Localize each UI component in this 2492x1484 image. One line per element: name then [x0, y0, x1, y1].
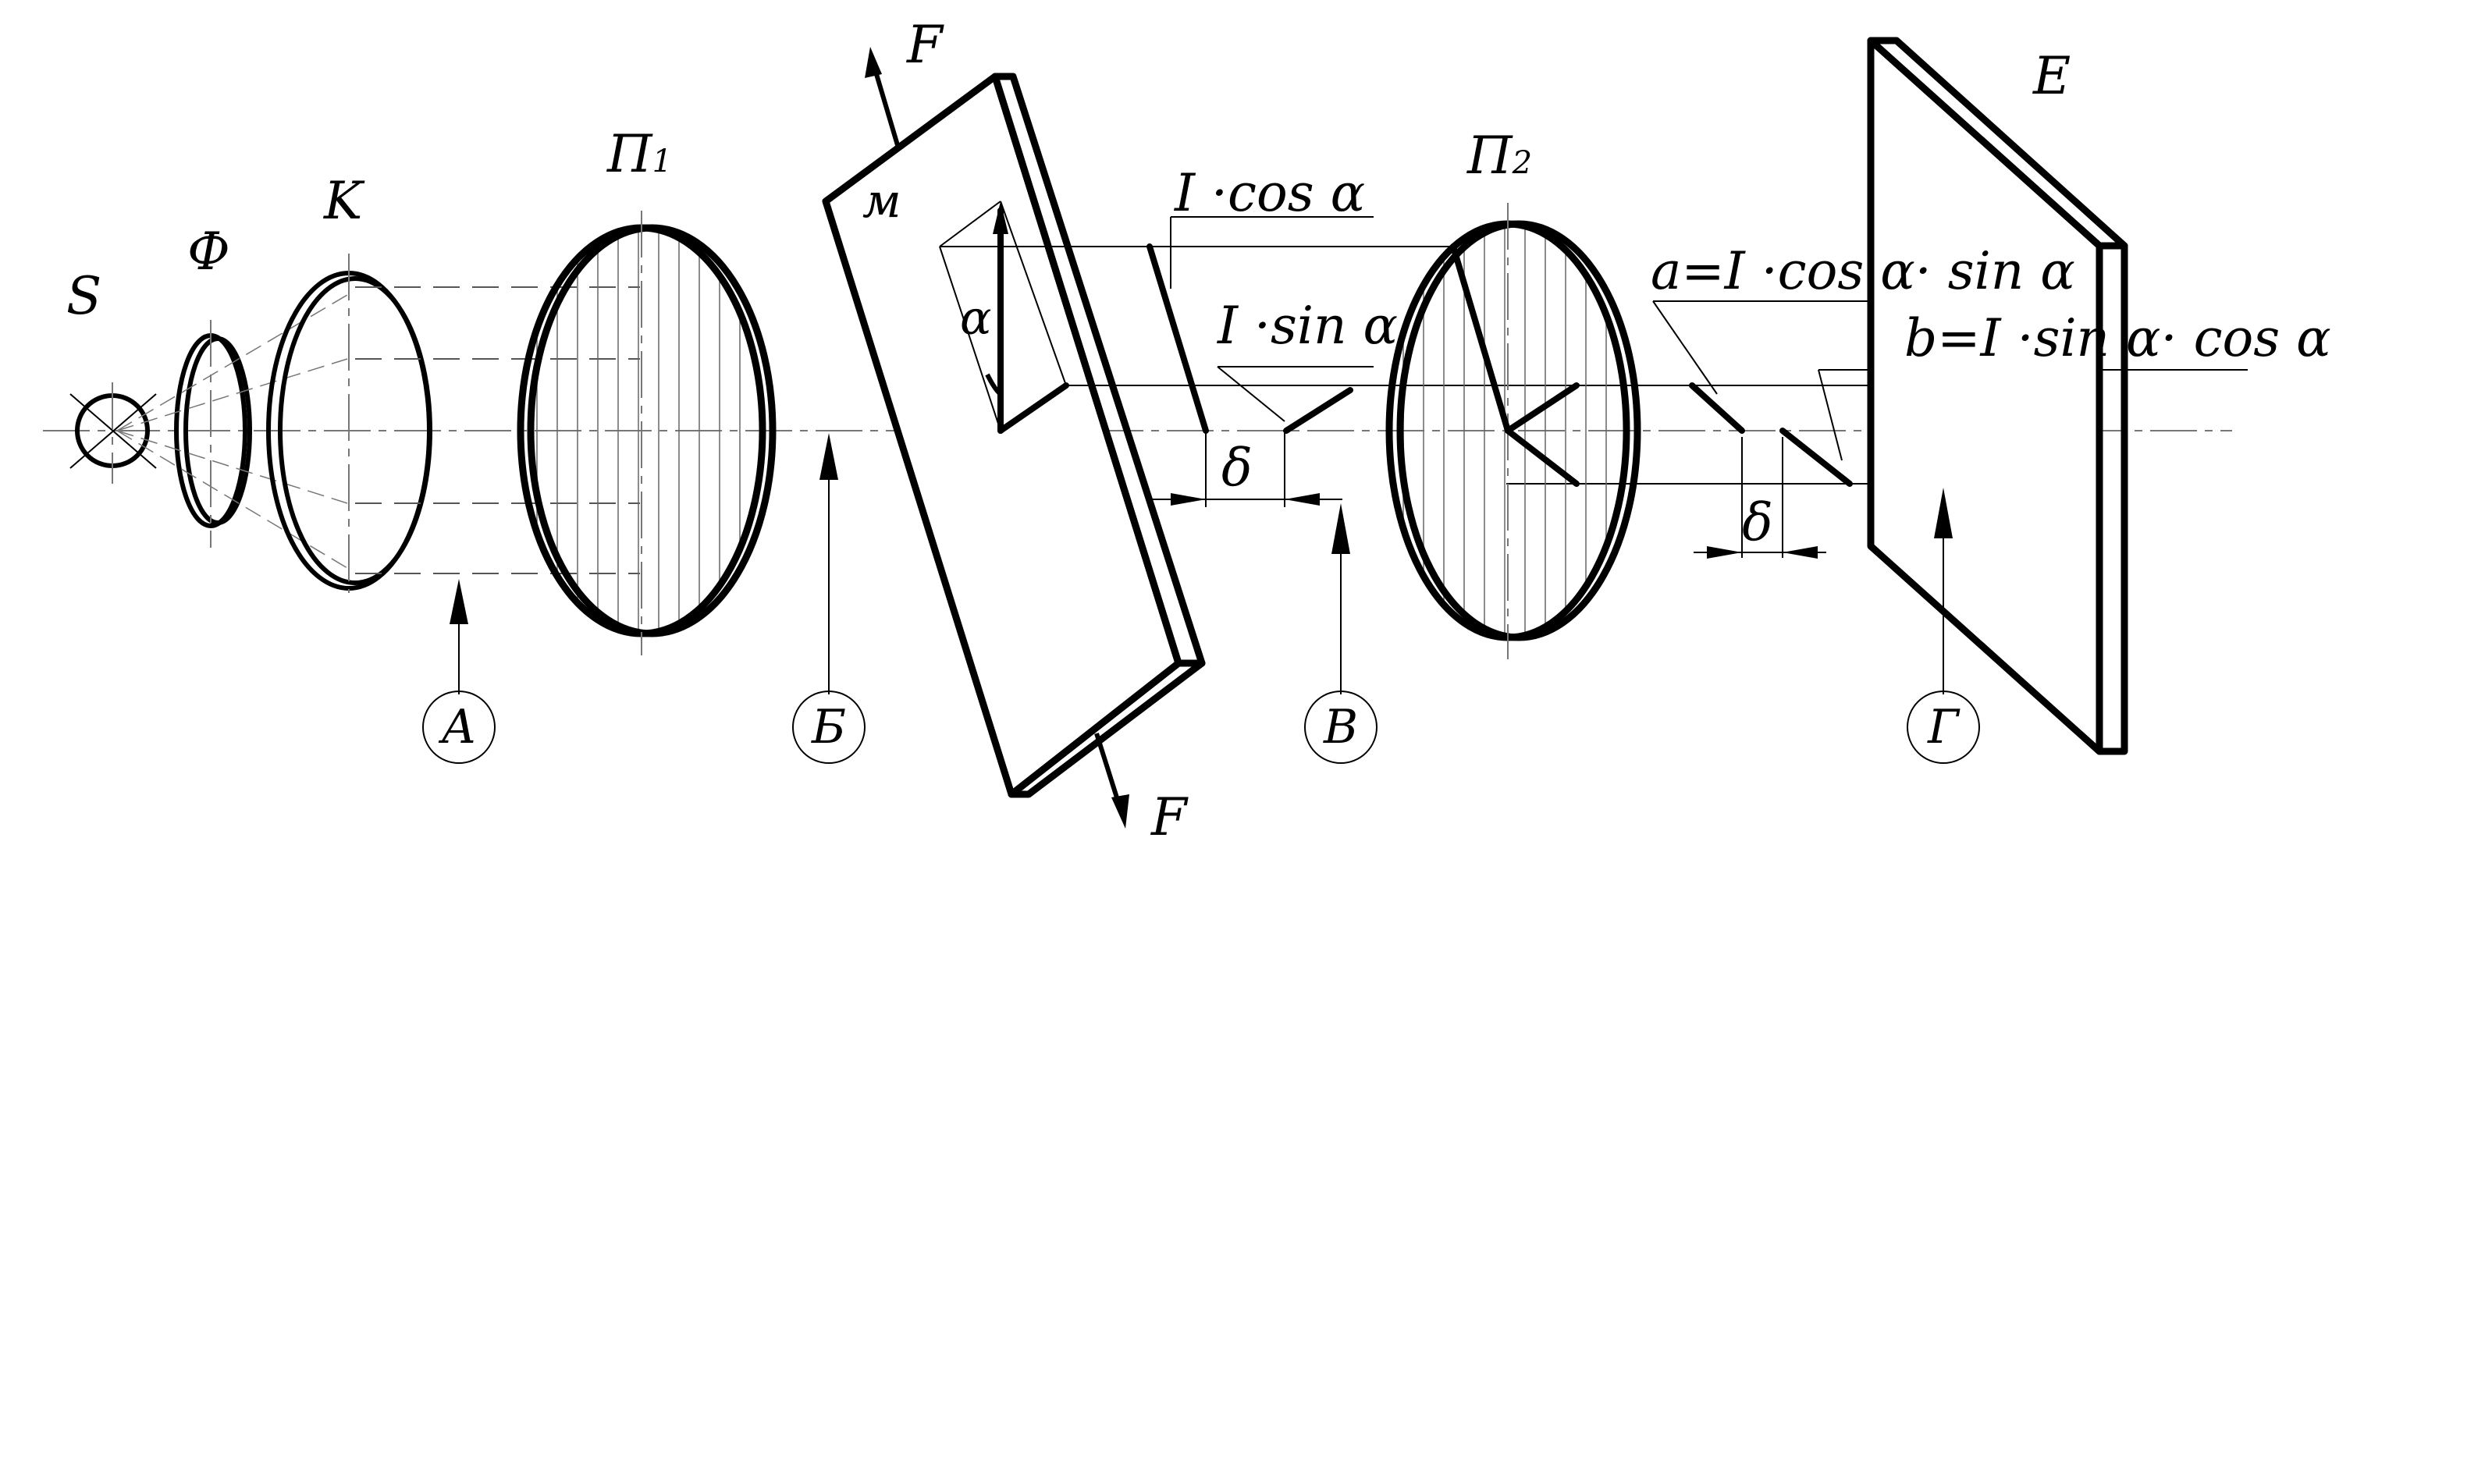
condenser-label: K: [323, 171, 365, 231]
section-marker-b: Б: [792, 433, 866, 764]
section-label-a: A: [438, 700, 475, 754]
cos-component-label: I ·cos α: [1174, 163, 1365, 223]
a-component-label: a=I ·cos α· sin α: [1651, 241, 2075, 301]
force-bottom: [1094, 733, 1129, 829]
section-label-b: Б: [811, 700, 846, 754]
screen: [1867, 37, 2128, 755]
polarizer-1-label: П1: [606, 124, 672, 184]
source-rays: [116, 294, 348, 569]
screen-label: E: [2032, 46, 2071, 106]
source-label: S: [66, 266, 101, 326]
filter-label: Ф: [187, 222, 230, 282]
polarizer-2: [1385, 203, 1641, 659]
light-source: [69, 382, 157, 484]
force-top-label: F: [906, 15, 944, 75]
force-top: [865, 47, 900, 146]
section-label-v: B: [1323, 700, 1358, 754]
retardation-dimension-2: [1694, 437, 1826, 559]
retardation-dimension-1: [1147, 433, 1342, 507]
sin-component-label: I ·sin α: [1217, 296, 1398, 356]
angle-label: α: [960, 291, 992, 346]
force-bottom-label: F: [1150, 787, 1189, 847]
section-marker-v: B: [1304, 503, 1378, 764]
section-label-g: Г: [1927, 700, 1961, 754]
b-component-label: b=I ·sin α· cos α: [1904, 308, 2331, 368]
section-marker-g: Г: [1907, 488, 1980, 764]
retardation-label-2: δ: [1742, 492, 1773, 552]
condenser-lens: [266, 254, 432, 593]
parallel-beam: [355, 286, 640, 574]
model-label: м: [862, 174, 901, 229]
retardation-label-1: δ: [1221, 438, 1253, 498]
polarizer-1: [517, 211, 777, 655]
section-marker-a: A: [422, 579, 496, 764]
polarizer-2-label: П2: [1466, 126, 1532, 186]
filter: [174, 320, 252, 548]
component-vectors-section-b: [1146, 216, 1374, 434]
